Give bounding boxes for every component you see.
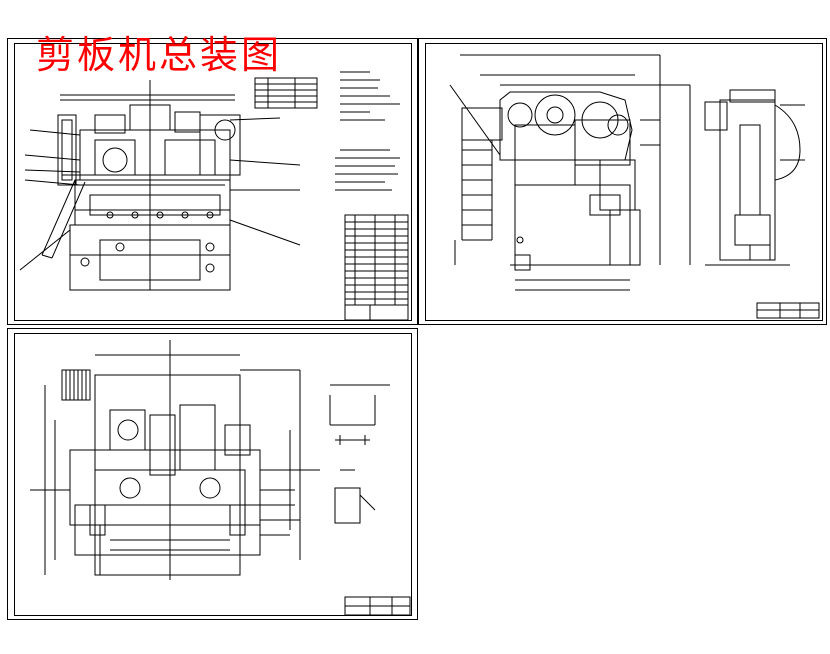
top-assembly-view: [30, 340, 411, 616]
front-assembly-view: [19, 71, 409, 321]
sheet-side-view: [418, 38, 827, 325]
drawing-frame: [14, 333, 412, 616]
drawing-frame: [14, 43, 412, 321]
sheet-top-view: [7, 328, 418, 620]
side-assembly-view: [449, 54, 820, 319]
drawing-title: 剪板机总装图: [36, 33, 283, 77]
drawing-frame: [425, 43, 823, 321]
